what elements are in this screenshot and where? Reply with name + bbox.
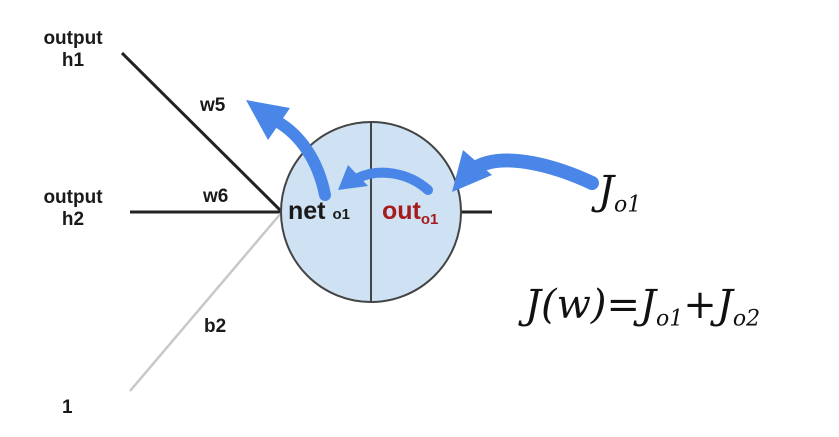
backprop-arrow-error-to-out-head [452,150,492,192]
term1-j: J [640,282,657,328]
input-label-h2-line1: output [43,187,103,208]
backprop-arrow-out-to-net-head [338,165,368,190]
input-label-h2-line2: h2 [61,209,85,230]
weight-label-b2: b2 [204,316,227,337]
node-net-text: net [288,197,326,225]
node-net-subscript: o1 [332,206,350,223]
weight-label-w6: w6 [203,186,229,207]
b2-connection-line [129,211,283,392]
input-label-output-h2: output h2 [28,187,118,231]
backprop-arrow-net-to-w5-head [246,100,290,140]
plus-sign: + [683,282,717,328]
term1-subscript: o1 [656,306,684,332]
error-j-subscript: o1 [614,192,642,218]
node-net-label: net o1 [288,197,350,226]
backprop-arrow-net-to-w5 [272,116,331,201]
node-out-subscript: o1 [420,211,439,228]
weight-label-w5: w5 [200,95,226,116]
total-error-lhs: J(w) [525,282,607,328]
w5-connection-line [120,51,284,214]
input-label-h1-line2: h1 [61,50,85,71]
total-error-equation: J(w)=Jo1+Jo2 [525,282,760,332]
term2-subscript: o2 [732,306,761,332]
node-out-text: out [382,197,421,225]
input-label-h1-line1: output [43,28,103,49]
backprop-arrow-error-to-out [468,153,599,190]
input-label-bias: 1 [62,397,73,418]
error-term-j-o1: Jo1 [598,168,641,218]
node-out-label: outo1 [382,197,438,228]
equals-sign: = [606,282,640,328]
backprop-arrow-out-to-net [353,167,433,195]
input-label-output-h1: output h1 [28,28,118,72]
term2-j: J [716,282,733,328]
error-j-symbol: J [598,168,615,214]
